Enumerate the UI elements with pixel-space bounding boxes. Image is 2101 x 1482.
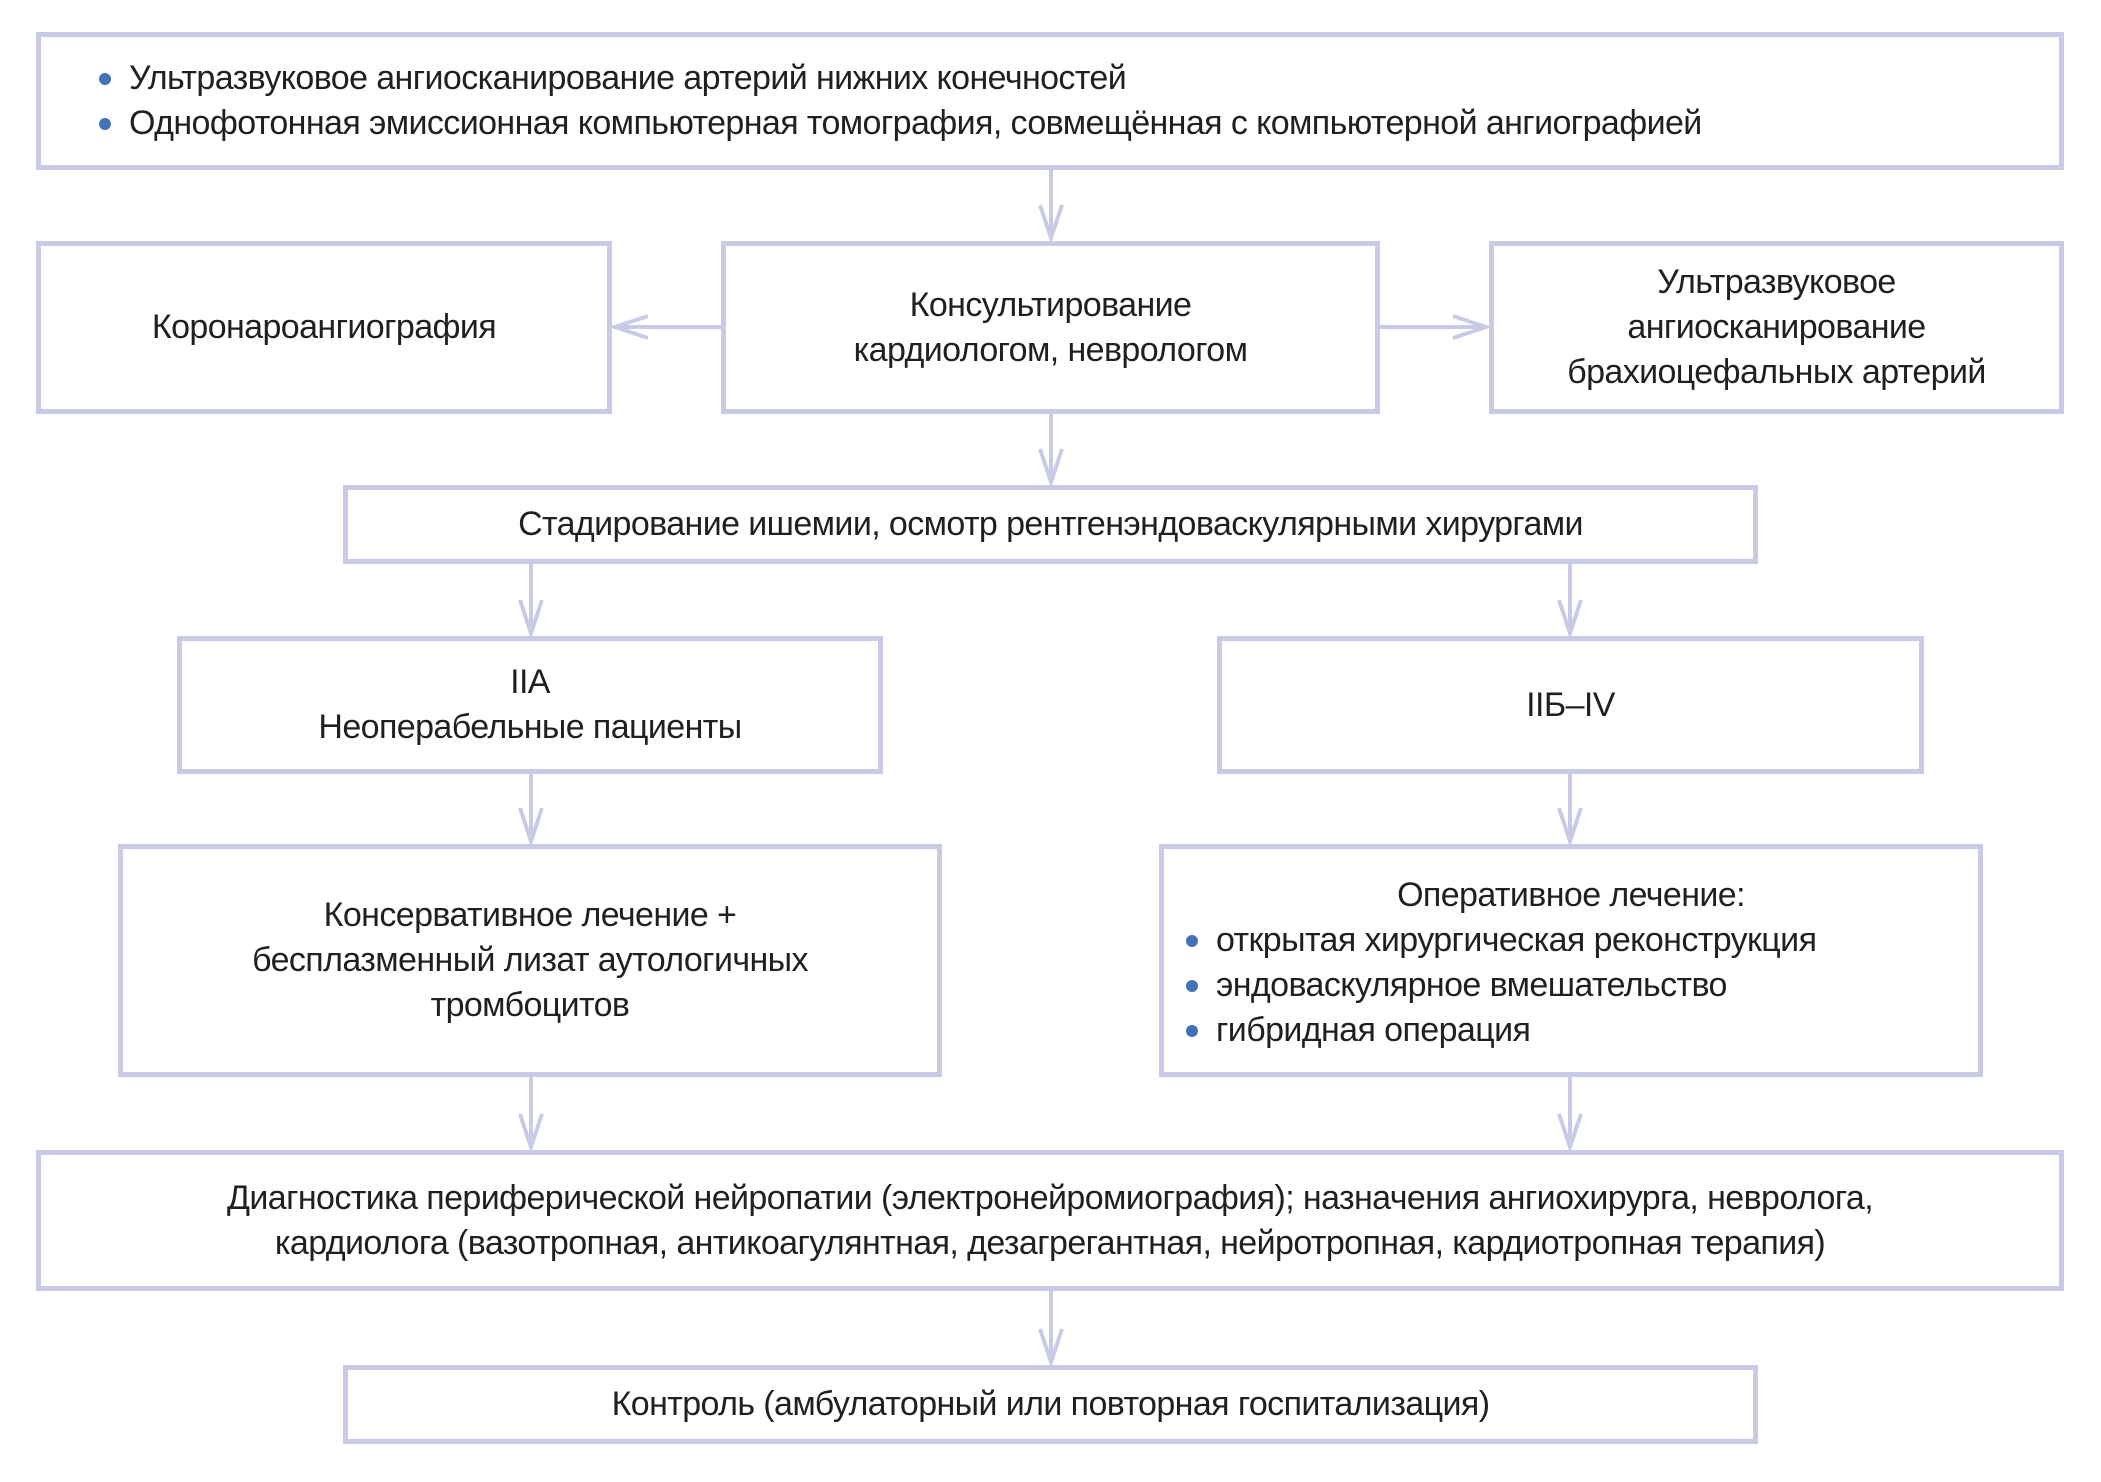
node-text: IIA (510, 663, 550, 701)
arrow-iib-to-operative (1557, 774, 1583, 848)
bullet-item: эндоваскулярное вмешательство (1182, 963, 1816, 1008)
node-coronary-angiography: Коронароангиография (36, 241, 612, 414)
node-text: Контроль (амбулаторный или повторная гос… (611, 1385, 1490, 1423)
bullet-item: Ультразвуковое ангиосканирование артерий… (95, 56, 1702, 101)
arrow-staging-to-iia (518, 564, 544, 640)
node-conservative-treatment: Консервативное лечение + бесплазменный л… (118, 844, 942, 1077)
node-text: Консультирование (909, 285, 1192, 324)
node-ischemia-staging: Стадирование ишемии, осмотр рентгенэндов… (343, 485, 1758, 564)
node-follow-up-control: Контроль (амбулаторный или повторная гос… (343, 1365, 1758, 1444)
arrow-diagnostics-to-control (1038, 1291, 1064, 1369)
node-text: Консервативное лечение + (323, 896, 737, 934)
node-text: кардиологом, неврологом (853, 330, 1248, 369)
node-text: Ультразвуковое (1657, 263, 1896, 301)
bullet-text: гибридная операция (1216, 1010, 1531, 1049)
arrow-operative-to-diagnostics (1557, 1077, 1583, 1154)
node-initial-diagnostics: Ультразвуковое ангиосканирование артерий… (36, 32, 2064, 170)
node-neuropathy-diagnostics: Диагностика периферической нейропатии (э… (36, 1150, 2064, 1291)
bullet-icon (1186, 1024, 1198, 1037)
node-text: Неоперабельные пациенты (318, 708, 742, 746)
node-text: брахиоцефальных артерий (1567, 353, 1986, 391)
node-text: бесплазменный лизат аутологичных (252, 941, 808, 979)
bullet-text: Однофотонная эмиссионная компьютерная то… (129, 104, 1702, 142)
bullet-item: гибридная операция (1182, 1008, 1816, 1053)
node-text: тромбоцитов (430, 986, 630, 1024)
arrow-iia-to-conservative (518, 774, 544, 848)
node-text: Коронароангиография (151, 308, 497, 346)
node-brachiocephalic-ultrasound: Ультразвуковое ангиосканирование брахиоц… (1489, 241, 2064, 414)
arrow-consultation-to-coronary (608, 314, 721, 340)
node-text: IIБ–IV (1526, 685, 1615, 724)
node-text: ангиосканирование (1627, 308, 1926, 346)
bullet-icon (1186, 979, 1198, 992)
node-operative-treatment: Оперативное лечение: открытая хирургичес… (1159, 844, 1983, 1077)
bullet-item: Однофотонная эмиссионная компьютерная то… (95, 101, 1702, 146)
bullet-text: эндоваскулярное вмешательство (1216, 965, 1727, 1004)
bullet-item: открытая хирургическая реконструкция (1182, 918, 1817, 963)
bullet-icon (99, 118, 111, 130)
arrow-staging-to-iib (1557, 564, 1583, 640)
arrow-consultation-to-brachiocephalic (1380, 314, 1493, 340)
bullet-text: открытая хирургическая реконструкция (1216, 920, 1817, 959)
arrow-conservative-to-diagnostics (518, 1077, 544, 1154)
node-consultation: Консультирование кардиологом, неврологом (721, 241, 1380, 414)
node-stage-iia: IIA Неоперабельные пациенты (177, 636, 883, 774)
node-title: Оперативное лечение: (1397, 875, 1745, 914)
node-text: кардиолога (вазотропная, антикоагулянтна… (274, 1223, 1826, 1262)
node-text: Стадирование ишемии, осмотр рентгенэндов… (518, 505, 1583, 543)
node-stage-iib-iv: IIБ–IV (1217, 636, 1924, 774)
bullet-icon (99, 73, 111, 85)
arrow-consultation-to-staging (1038, 414, 1064, 489)
arrow-top-to-consultation (1038, 170, 1064, 245)
node-text: Диагностика периферической нейропатии (э… (226, 1178, 1874, 1217)
bullet-text: Ультразвуковое ангиосканирование артерий… (129, 59, 1127, 97)
bullet-icon (1186, 934, 1198, 947)
